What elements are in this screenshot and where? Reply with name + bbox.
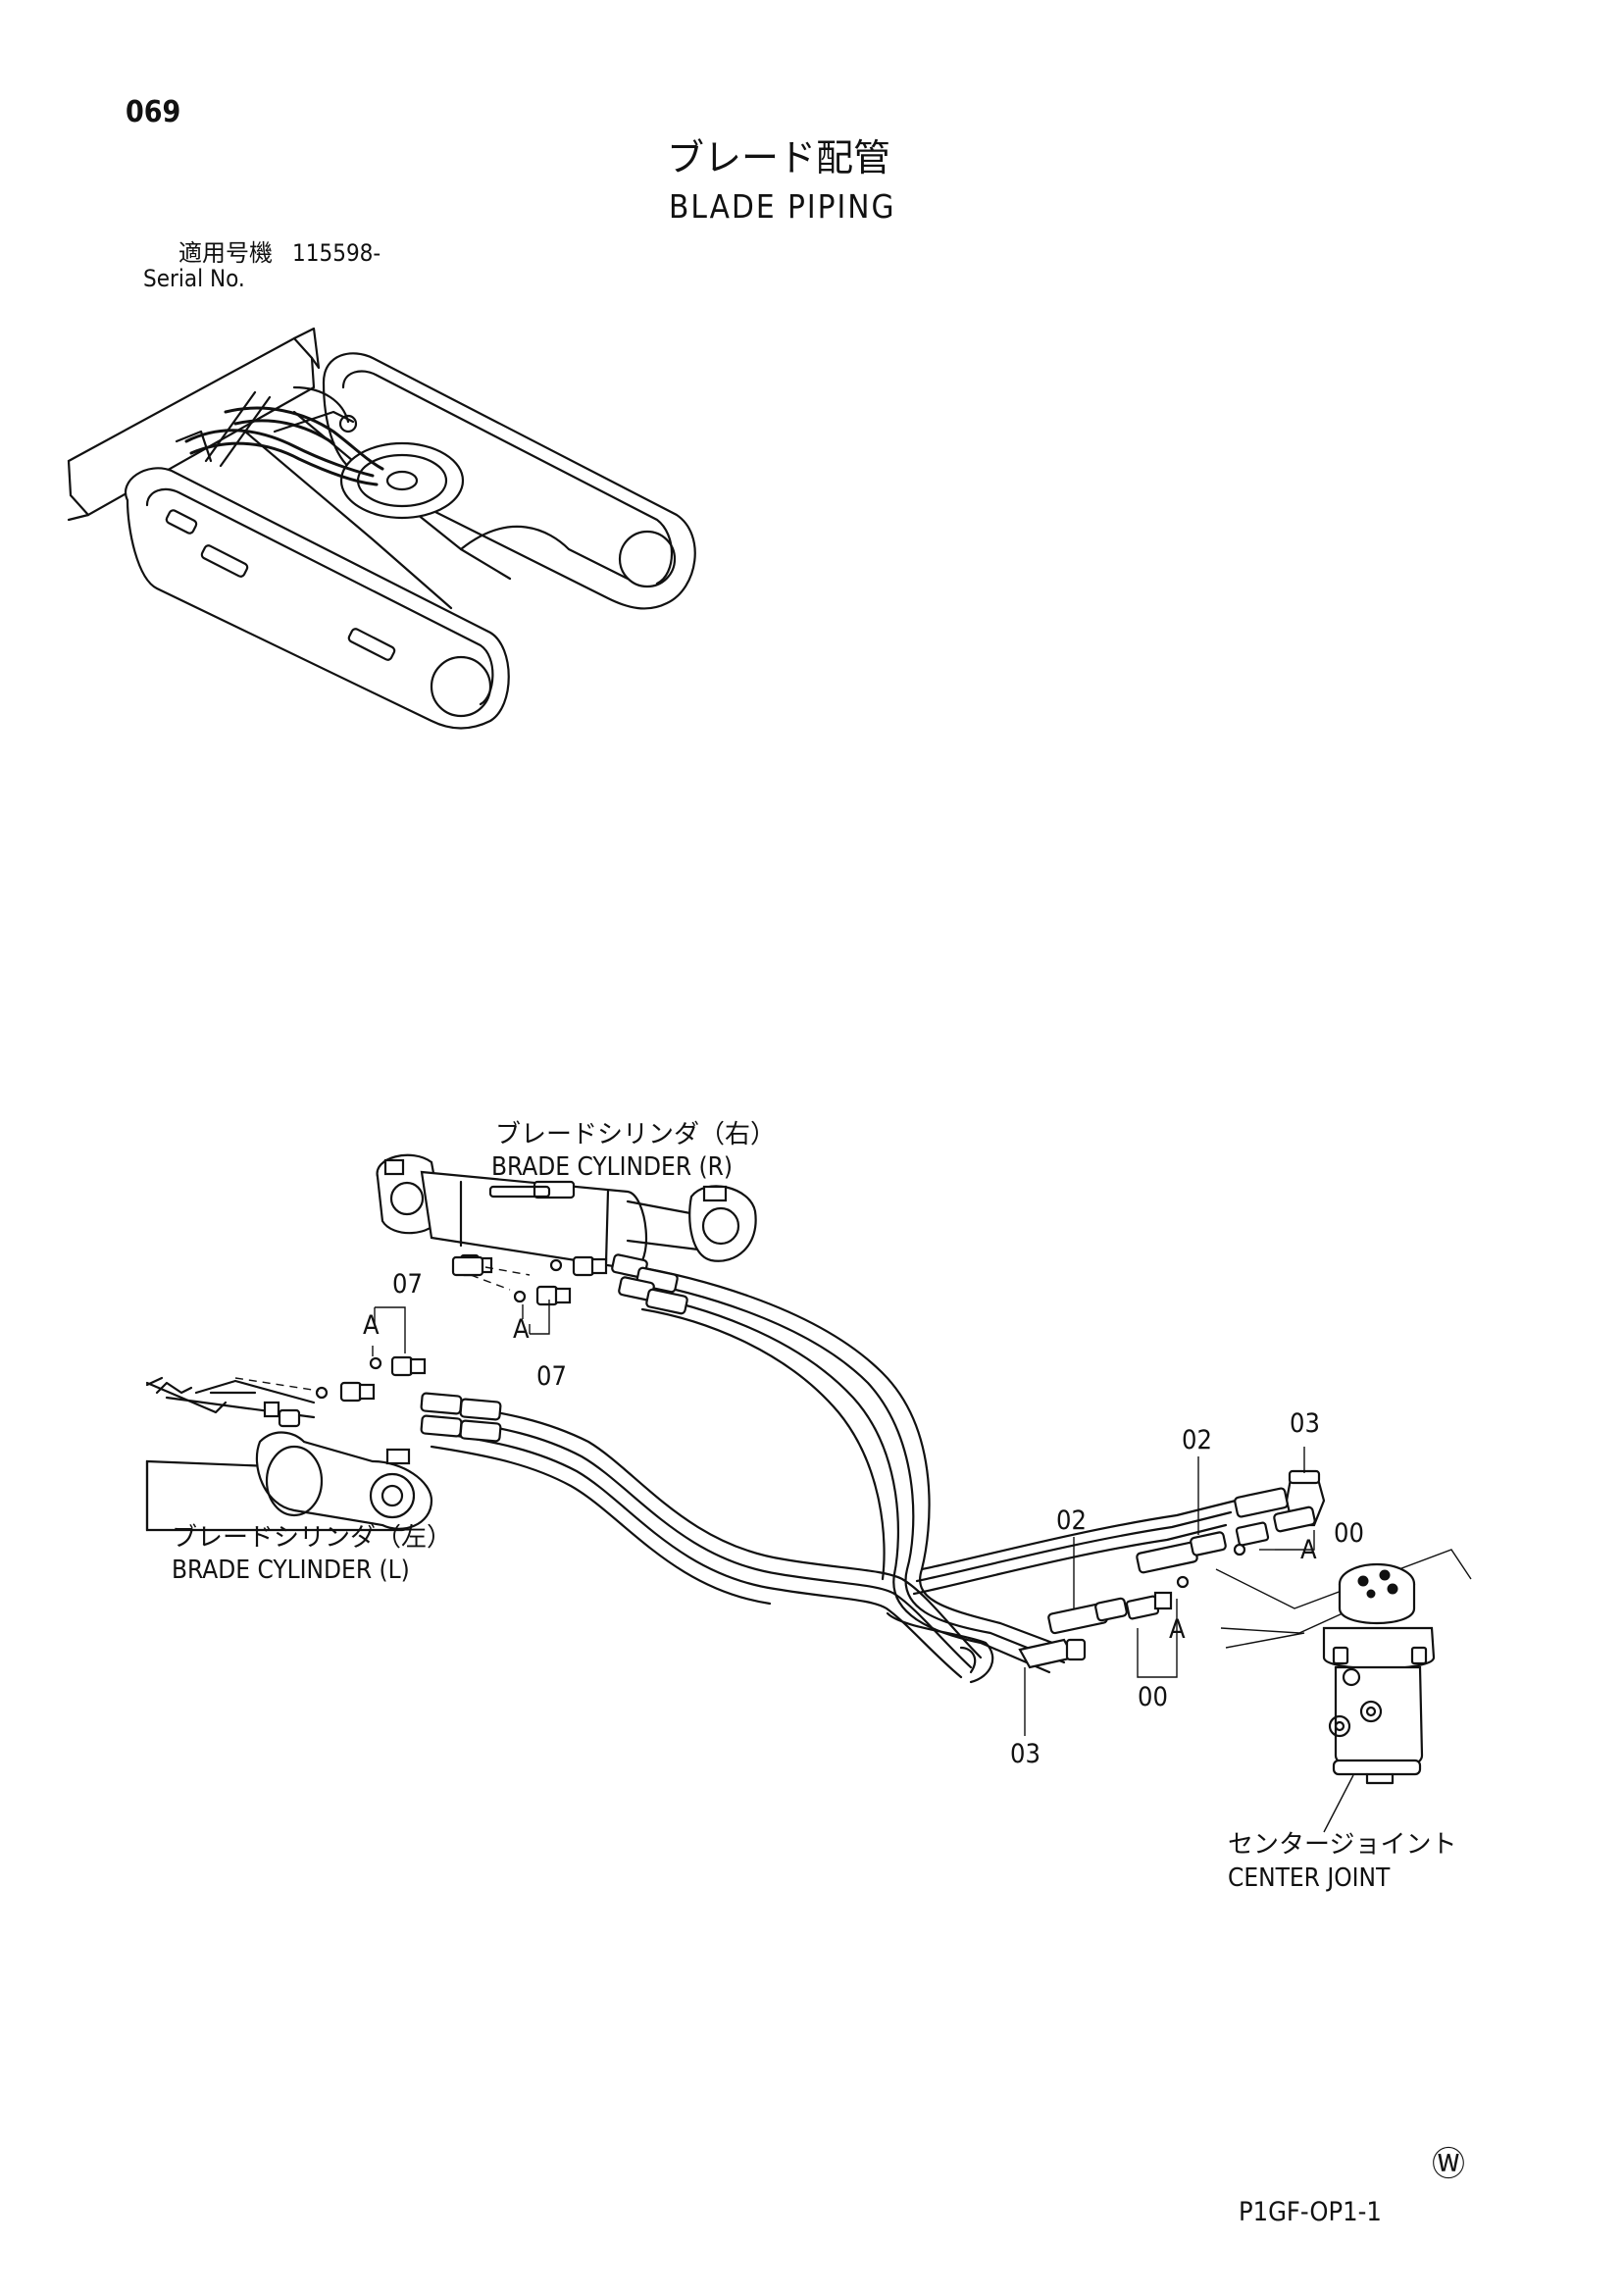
serial-label-japanese: 適用号機 <box>178 239 273 267</box>
part-number-07-upper: 07 <box>392 1269 423 1300</box>
serial-number-value: 115598- <box>292 239 381 267</box>
view-a-label: A <box>1169 1614 1186 1645</box>
view-a-label: A <box>513 1314 530 1345</box>
callout-cylinder-right: BRADE CYLINDER (R) <box>491 1152 734 1182</box>
view-a-label: A <box>1300 1535 1317 1565</box>
view-a-label: A <box>363 1310 380 1341</box>
serial-label: Serial No. <box>143 265 245 292</box>
blade-hoses <box>420 1253 1238 1684</box>
part-number-03-right: 03 <box>1290 1408 1320 1439</box>
callout-center-joint: CENTER JOINT <box>1228 1863 1391 1893</box>
part-number-03-left: 03 <box>1010 1739 1040 1769</box>
page-title: BLADE PIPING <box>669 187 896 226</box>
center-joint-illustration <box>1322 1562 1436 1833</box>
page-number: 069 <box>126 95 181 129</box>
callout-cylinder-right-japanese: ブレードシリンダ（右） <box>495 1120 777 1149</box>
callout-cylinder-left: BRADE CYLINDER (L) <box>172 1556 410 1585</box>
blade-cylinder-right <box>376 1153 757 1277</box>
center-joint-fittings <box>1018 1447 1472 1736</box>
part-number-00-right: 00 <box>1334 1518 1364 1549</box>
machine-undercarriage-illustration <box>67 327 696 730</box>
page-title-japanese: ブレード配管 <box>667 136 891 179</box>
part-number-02-left: 02 <box>1056 1505 1087 1536</box>
part-number-02-right: 02 <box>1182 1425 1212 1455</box>
blade-cylinder-left <box>145 1376 433 1532</box>
cylinder-port-fittings <box>234 1255 608 1403</box>
document-code: P1GF-OP1-1 <box>1239 2197 1382 2227</box>
part-number-00-left: 00 <box>1138 1682 1168 1712</box>
callout-cylinder-left-japanese: ブレードシリンダ（左） <box>172 1523 453 1553</box>
callout-center-joint-japanese: センタージョイント <box>1228 1830 1457 1860</box>
part-number-07-lower: 07 <box>536 1361 567 1392</box>
manufacturer-mark: Ⓦ <box>1432 2145 1465 2184</box>
